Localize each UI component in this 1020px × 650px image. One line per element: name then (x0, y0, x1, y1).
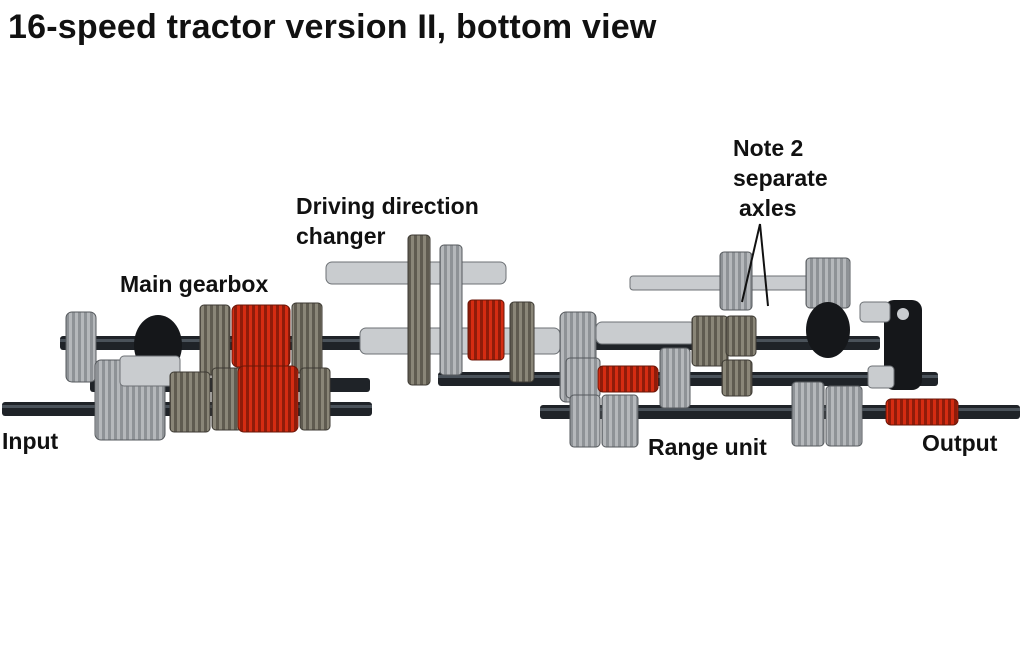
label-output: Output (922, 430, 998, 456)
direction-changer-gear (407, 234, 535, 386)
label-note: Note 2 separate axles (733, 135, 828, 221)
note-pointer-lines (741, 223, 769, 307)
label-main-gearbox: Main gearbox (120, 271, 269, 297)
label-input: Input (2, 428, 59, 454)
input-gear-stack (65, 311, 182, 441)
label-range-unit: Range unit (648, 434, 767, 460)
main-gearbox-gears (169, 302, 331, 433)
diagram-title: 16-speed tractor version II, bottom view (8, 8, 657, 46)
range-unit-parts (565, 357, 959, 448)
label-driving-direction-changer: Driving direction changer (296, 193, 479, 249)
